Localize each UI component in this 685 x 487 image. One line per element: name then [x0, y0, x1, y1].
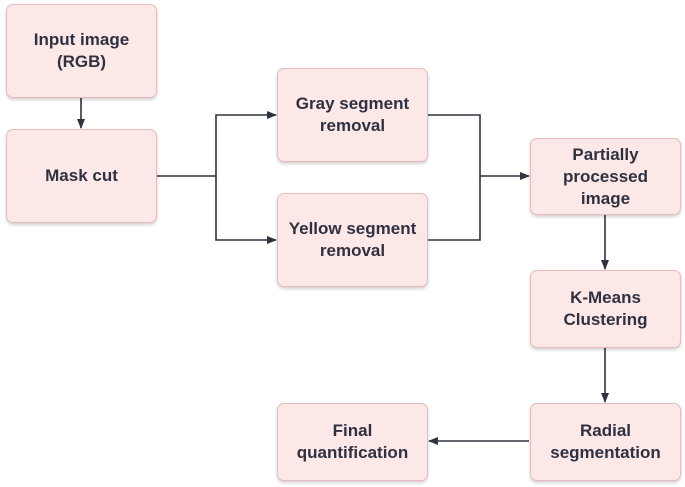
node-mask-cut: Mask cut [6, 129, 157, 223]
node-input-image: Input image (RGB) [6, 4, 157, 98]
node-radial-segmentation-label: Radial segmentation [550, 421, 661, 462]
edge-mask-to-gray [157, 111, 277, 177]
node-input-image-label: Input image (RGB) [33, 30, 130, 71]
node-radial-segmentation: Radial segmentation [530, 403, 681, 481]
node-gray-segment-removal-label: Gray segment removal [295, 94, 410, 135]
node-gray-segment-removal: Gray segment removal [277, 68, 428, 162]
node-mask-cut-label: Mask cut [45, 166, 118, 185]
node-final-quantification: Final quantification [277, 403, 428, 481]
node-final-quantification-label: Final quantification [296, 421, 409, 462]
node-yellow-segment-removal: Yellow segment removal [277, 193, 428, 287]
edge-yellow-to-partial [428, 176, 481, 241]
node-partially-processed-image-label: Partially processed image [562, 144, 649, 208]
node-yellow-segment-removal-label: Yellow segment removal [288, 219, 417, 260]
node-partially-processed-image: Partially processed image [530, 138, 681, 215]
edge-gray-to-partial [428, 114, 530, 180]
node-k-means-clustering: K-Means Clustering [530, 270, 681, 348]
edge-mask-to-yellow [215, 176, 277, 244]
node-k-means-clustering-label: K-Means Clustering [563, 288, 648, 329]
